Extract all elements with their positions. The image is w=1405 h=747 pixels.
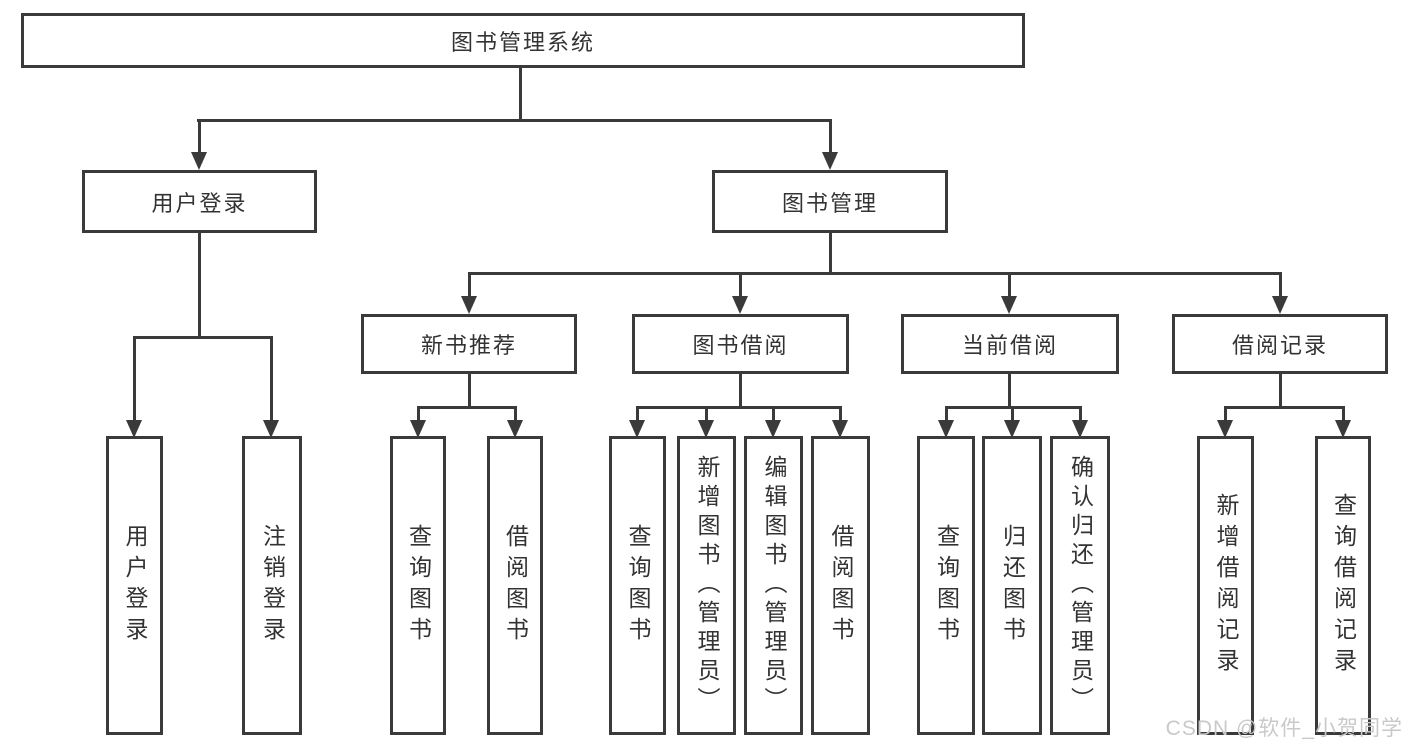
node-label: 当前借阅 — [961, 333, 1058, 358]
node-query-borrow-record: 查询借阅记录 — [1315, 436, 1371, 735]
node-current-borrowing: 当前借阅 — [901, 314, 1119, 374]
connector-line — [705, 406, 708, 422]
node-user-login-leaf: 用户登录 — [106, 436, 163, 735]
node-label: 查询借阅记录 — [1330, 492, 1357, 679]
arrowhead-down-icon — [629, 420, 645, 438]
connector-line — [739, 374, 742, 406]
node-label: 借阅图书 — [502, 523, 529, 648]
connector-line — [1224, 406, 1344, 409]
connector-line — [198, 119, 201, 154]
connector-line — [1008, 374, 1011, 406]
node-return-books: 归还图书 — [982, 436, 1042, 735]
node-label: 归还图书 — [999, 523, 1026, 648]
node-label: 借阅图书 — [828, 523, 854, 648]
node-add-book-admin: 新增图书（管理员） — [677, 436, 736, 735]
arrowhead-down-icon — [1001, 296, 1017, 314]
arrowhead-down-icon — [1272, 296, 1288, 314]
node-label: 确认归还（管理员） — [1067, 455, 1094, 716]
connector-line — [1008, 272, 1011, 298]
connector-line — [197, 119, 832, 122]
node-borrowing-records: 借阅记录 — [1172, 314, 1388, 374]
connector-line — [514, 406, 517, 422]
connector-line — [468, 272, 471, 298]
connector-line — [772, 406, 775, 422]
node-label: 查询图书 — [625, 523, 651, 648]
node-label: 注销登录 — [259, 523, 286, 648]
node-label: 编辑图书（管理员） — [761, 455, 787, 716]
connector-line — [198, 233, 201, 336]
connector-line — [133, 336, 273, 339]
arrowhead-down-icon — [1004, 420, 1020, 438]
arrowhead-down-icon — [263, 420, 279, 438]
node-label: 图书管理系统 — [450, 29, 595, 55]
node-new-book-recommendation: 新书推荐 — [361, 314, 577, 374]
node-borrow-books-borrowing: 借阅图书 — [811, 436, 870, 735]
node-query-books-borrowing: 查询图书 — [609, 436, 666, 735]
node-label: 查询图书 — [933, 523, 960, 648]
node-library-management-system: 图书管理系统 — [21, 13, 1025, 68]
connector-line — [1224, 406, 1227, 422]
node-borrow-books-recommend: 借阅图书 — [487, 436, 543, 735]
connector-line — [468, 374, 471, 406]
connector-line — [468, 272, 1282, 275]
arrowhead-down-icon — [938, 420, 954, 438]
node-label: 图书借阅 — [692, 333, 789, 358]
connector-line — [519, 68, 522, 119]
connector-line — [1079, 406, 1082, 422]
node-book-borrowing: 图书借阅 — [632, 314, 849, 374]
connector-line — [1342, 406, 1345, 422]
node-label: 新增图书（管理员） — [694, 455, 720, 716]
watermark: CSDN @软件_小贺同学 — [1165, 717, 1403, 740]
node-label: 用户登录 — [122, 523, 148, 648]
node-label: 借阅记录 — [1231, 333, 1328, 358]
arrowhead-down-icon — [822, 152, 838, 170]
node-label: 新书推荐 — [420, 333, 517, 358]
connector-line — [636, 406, 842, 409]
connector-line — [945, 406, 948, 422]
node-confirm-return-admin: 确认归还（管理员） — [1050, 436, 1110, 735]
arrowhead-down-icon — [732, 296, 748, 314]
connector-line — [739, 272, 742, 298]
connector-line — [133, 336, 136, 422]
arrowhead-down-icon — [698, 420, 714, 438]
connector-line — [1279, 374, 1282, 406]
connector-line — [1279, 272, 1282, 298]
node-logout: 注销登录 — [242, 436, 302, 735]
connector-line — [829, 119, 832, 154]
node-query-books-current: 查询图书 — [917, 436, 975, 735]
connector-line — [270, 336, 273, 422]
connector-line — [1011, 406, 1014, 422]
node-query-books-recommend: 查询图书 — [390, 436, 446, 735]
node-user-login: 用户登录 — [82, 170, 317, 233]
connector-line — [829, 233, 832, 272]
node-label: 查询图书 — [405, 523, 432, 648]
node-label: 新增借阅记录 — [1213, 492, 1239, 679]
node-label: 用户登录 — [151, 190, 248, 216]
node-book-management: 图书管理 — [712, 170, 948, 233]
arrowhead-down-icon — [410, 420, 426, 438]
arrowhead-down-icon — [461, 296, 477, 314]
node-edit-book-admin: 编辑图书（管理员） — [744, 436, 803, 735]
arrowhead-down-icon — [126, 420, 142, 438]
arrowhead-down-icon — [765, 420, 781, 438]
arrowhead-down-icon — [507, 420, 523, 438]
connector-line — [417, 406, 420, 422]
arrowhead-down-icon — [832, 420, 848, 438]
arrowhead-down-icon — [191, 152, 207, 170]
arrowhead-down-icon — [1072, 420, 1088, 438]
arrowhead-down-icon — [1217, 420, 1233, 438]
arrowhead-down-icon — [1335, 420, 1351, 438]
node-add-borrow-record: 新增借阅记录 — [1197, 436, 1254, 735]
connector-line — [417, 406, 517, 409]
node-label: 图书管理 — [781, 190, 878, 216]
connector-line — [839, 406, 842, 422]
connector-line — [636, 406, 639, 422]
